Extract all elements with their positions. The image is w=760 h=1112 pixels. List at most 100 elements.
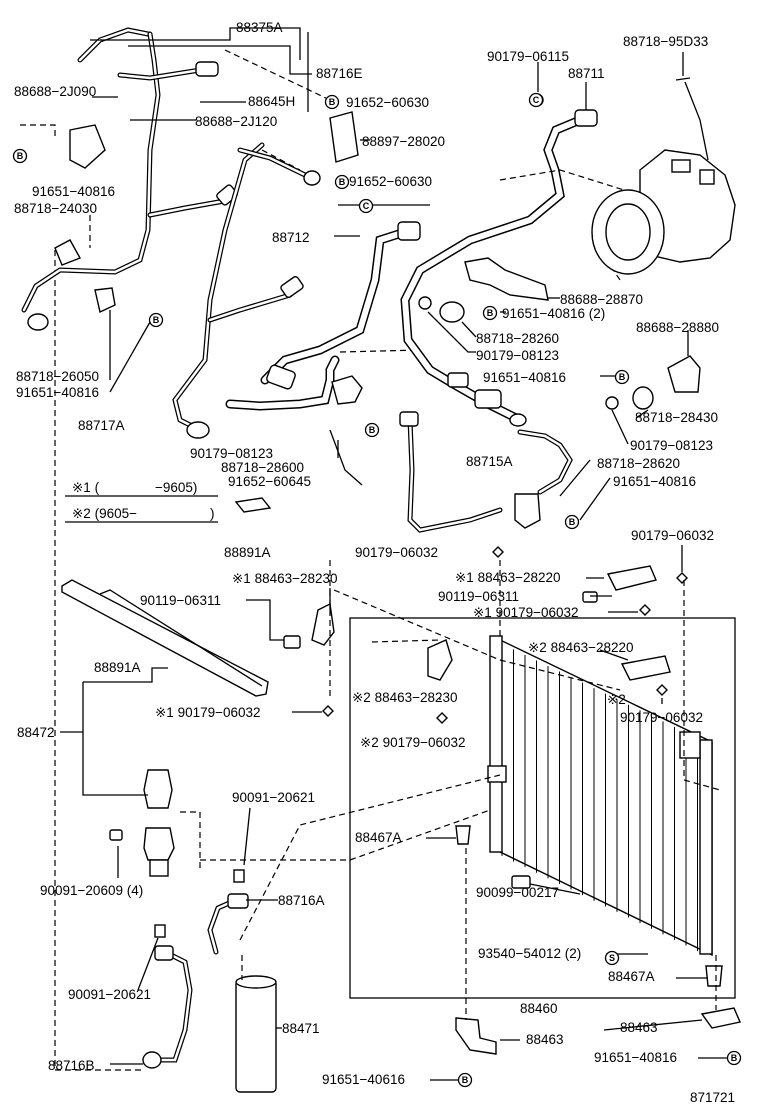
part-number-label: ※2 (9605− <box>72 506 137 521</box>
dash-condenser-top <box>371 639 441 643</box>
bracket-88463-28230-1 <box>311 602 335 646</box>
dash-bracket-2 <box>333 589 621 691</box>
part-number-label: 88716E <box>316 66 363 81</box>
wire-88718-95d33 <box>684 81 709 161</box>
leader-88375a <box>90 27 301 60</box>
pad-88891a-long <box>61 579 269 697</box>
part-number-label: 88891A <box>224 545 271 560</box>
part-number-label: 88688−2J090 <box>14 84 97 99</box>
nut-90179-06032 <box>436 712 448 724</box>
condenser-fitting-top <box>679 731 701 759</box>
dash-88712-top <box>261 149 301 171</box>
part-number-label: 90091−20609 (4) <box>40 883 144 898</box>
circle-mark: B <box>12 148 28 164</box>
dash-right-1 <box>683 580 721 791</box>
part-number-label: 91651−40816 <box>16 385 99 400</box>
part-number-label: 90179−08123 <box>476 348 559 363</box>
circle-mark-c-letter: C <box>533 95 540 105</box>
bracket-88463-bottom <box>455 1017 497 1055</box>
part-number-label: 88718−28620 <box>597 456 680 471</box>
bracket-88472-base <box>149 859 169 877</box>
part-number-label: 90179−06115 <box>487 49 569 64</box>
leader-28220-2 <box>599 649 629 661</box>
part-number-label: ※2 90179−06032 <box>360 735 466 750</box>
clamp-88718-28600 <box>331 375 363 405</box>
fitting-lower-pipe <box>399 411 419 427</box>
bracket-88472-lower <box>143 827 175 861</box>
tube-88717a-branch <box>207 292 293 323</box>
circle-mark: S <box>604 950 620 966</box>
circle-mark-letter: B <box>731 1053 738 1063</box>
circle-mark-ring <box>614 369 630 385</box>
hose-88712-upper <box>260 227 410 385</box>
part-number-label: 88711 <box>568 66 605 81</box>
part-number-label: 88716A <box>278 893 325 908</box>
clamp-88718-28620 <box>514 493 541 529</box>
bracket-88688-28870 <box>464 257 549 301</box>
fitting-88715-c <box>509 413 527 427</box>
circle-mark-letter: B <box>462 1075 469 1085</box>
leader-88463-r <box>603 1019 703 1031</box>
part-number-label: 91651−40816 <box>32 184 115 199</box>
tube-88717a-main <box>172 142 265 433</box>
compressor <box>591 149 736 275</box>
circle-mark-c-ring <box>528 92 544 108</box>
part-number-label: 88891A <box>94 660 141 675</box>
circle-mark: B <box>614 369 630 385</box>
part-number-label: 88463 <box>620 1020 658 1035</box>
dashed-guide-left <box>54 250 145 1071</box>
circle-mark-letter: B <box>569 517 576 527</box>
leader-88891a <box>83 667 168 683</box>
circle-mark: B <box>324 94 340 110</box>
compressor-pulley <box>605 203 651 261</box>
part-number-label: 88460 <box>520 1001 558 1016</box>
clamp-88718-28430 <box>632 386 654 410</box>
circle-mark: B <box>364 422 380 438</box>
fitting-88715-b <box>474 389 502 409</box>
tube-88717a-branch-core <box>208 293 292 322</box>
part-number-label: ※1 ( <box>72 480 100 495</box>
leader-08123-r <box>611 409 629 445</box>
part-number-label: 88467A <box>355 830 402 845</box>
circle-mark: B <box>482 305 498 321</box>
leader-20621-b <box>137 937 159 991</box>
bracket-88463-28220-2 <box>620 655 671 681</box>
part-number-label: 91652−60645 <box>228 474 311 489</box>
part-number-label: 91651−40816 (2) <box>502 306 606 321</box>
leader-00217 <box>529 883 581 895</box>
circle-mark-c-ring <box>358 198 374 214</box>
part-number-label: 88717A <box>78 418 125 433</box>
part-number-label: 88718−95D33 <box>623 34 709 49</box>
bracket-88472-frame <box>82 682 148 796</box>
nut-90179-08123-r <box>605 396 619 410</box>
part-number-label: 88897−28020 <box>362 134 445 149</box>
fitting-top <box>195 61 219 77</box>
circle-mark: B <box>564 514 580 530</box>
part-number-label: 88645H <box>248 94 296 109</box>
part-number-label: 88716B <box>48 1058 95 1073</box>
part-number-label: 91651−40816 <box>594 1050 677 1065</box>
part-number-label: 90119−06311 <box>140 593 221 608</box>
circle-mark-ring <box>604 950 620 966</box>
bracket-88688-28880 <box>667 355 701 393</box>
hose-88712-lower-core <box>227 357 338 410</box>
fitting-branch <box>280 276 304 298</box>
hose-88712-upper-core <box>262 229 408 383</box>
nut-90179-06032 <box>639 604 651 616</box>
circle-mark-letter: B <box>339 177 346 187</box>
part-number-label: 91651−40616 <box>322 1072 405 1087</box>
part-number-label: 88718−28260 <box>476 331 559 346</box>
nut-90179-08123-c <box>418 296 432 310</box>
part-number-label: 88718−28600 <box>221 460 304 475</box>
hose-88715a-tail-core <box>518 430 572 494</box>
circle-mark-ring <box>334 174 350 190</box>
condenser-tank-left <box>489 635 503 853</box>
dash-receiver <box>200 809 491 861</box>
leader-28430 <box>635 409 649 419</box>
bolt-20621-a <box>233 869 245 883</box>
bracket-88897-28020 <box>329 111 359 163</box>
circle-mark: B <box>148 312 164 328</box>
part-number-label: 88718−24030 <box>14 201 97 216</box>
circle-mark-ring <box>148 312 164 328</box>
dash-compressor-1 <box>499 169 641 196</box>
